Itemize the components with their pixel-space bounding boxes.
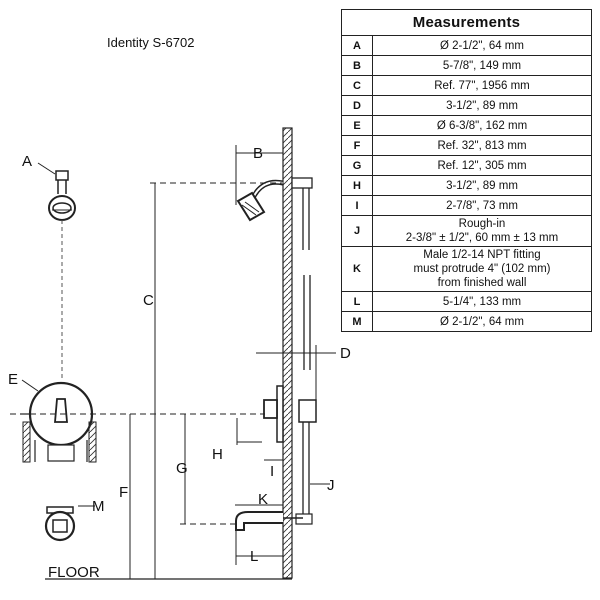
table-row-b: B 5-7/8", 149 mm <box>341 55 592 76</box>
row-value-line: from finished wall <box>437 277 527 289</box>
row-value: 5-1/4", 133 mm <box>372 291 592 312</box>
model-title: Identity S-6702 <box>107 35 195 50</box>
riser-pipe-upper <box>302 188 310 250</box>
label-f: F <box>119 484 128 501</box>
row-value: 3-1/2", 89 mm <box>372 175 592 196</box>
valve-trim-front-view <box>20 381 97 463</box>
tub-spout-side-view <box>235 511 303 531</box>
floor-label: FLOOR <box>48 564 100 581</box>
row-key: K <box>341 246 373 292</box>
row-value: Ref. 77", 1956 mm <box>372 75 592 96</box>
row-value: Ø 2-1/2", 64 mm <box>372 311 592 332</box>
label-j: J <box>327 477 335 494</box>
row-value-line: 2-3/8" ± 1/2", 60 mm ± 13 mm <box>405 232 559 244</box>
row-value-line: Rough-in <box>458 218 506 230</box>
row-value-line: must protrude 4" (102 mm) <box>413 263 551 275</box>
label-b: B <box>253 145 263 162</box>
table-row-k: K Male 1/2-14 NPT fitting must protrude … <box>341 246 592 292</box>
row-value: Rough-in 2-3/8" ± 1/2", 60 mm ± 13 mm <box>372 215 592 247</box>
shower-head-front-view <box>48 170 76 221</box>
label-c: C <box>143 292 154 309</box>
row-key: J <box>341 215 373 247</box>
row-value: 3-1/2", 89 mm <box>372 95 592 116</box>
table-row-m: M Ø 2-1/2", 64 mm <box>341 311 592 332</box>
table-row-e: E Ø 6-3/8", 162 mm <box>341 115 592 136</box>
riser-pipe-lower <box>303 275 311 370</box>
table-row-d: D 3-1/2", 89 mm <box>341 95 592 116</box>
table-heading: Measurements <box>341 9 592 36</box>
valve-handle-side-view <box>263 385 284 443</box>
leader-a <box>37 162 56 175</box>
label-i: I <box>270 463 274 480</box>
row-value-line: Male 1/2-14 NPT fitting <box>423 249 541 261</box>
label-g: G <box>176 460 188 477</box>
table-row-a: A Ø 2-1/2", 64 mm <box>341 35 592 56</box>
row-value: Ø 6-3/8", 162 mm <box>372 115 592 136</box>
table-row-h: H 3-1/2", 89 mm <box>341 175 592 196</box>
table-row-i: I 2-7/8", 73 mm <box>341 195 592 216</box>
label-e: E <box>8 371 18 388</box>
measurements-table: Measurements A Ø 2-1/2", 64 mm B 5-7/8",… <box>341 9 592 332</box>
shower-arm-side-view <box>236 177 313 222</box>
supply-pipe-lower <box>302 422 310 520</box>
label-m: M <box>92 498 105 515</box>
label-h: H <box>212 446 223 463</box>
row-value: 2-7/8", 73 mm <box>372 195 592 216</box>
table-row-j: J Rough-in 2-3/8" ± 1/2", 60 mm ± 13 mm <box>341 215 592 247</box>
table-row-l: L 5-1/4", 133 mm <box>341 291 592 312</box>
valve-body-side <box>298 399 317 423</box>
tub-fitting <box>295 513 313 525</box>
label-l: L <box>250 548 258 565</box>
leader-e <box>21 379 39 392</box>
label-d: D <box>340 345 351 362</box>
label-a: A <box>22 153 32 170</box>
tub-spout-front-view <box>44 506 76 542</box>
table-header-row: Measurements <box>341 9 592 36</box>
row-value: Male 1/2-14 NPT fitting must protrude 4"… <box>372 246 592 292</box>
label-k: K <box>258 491 268 508</box>
table-row-f: F Ref. 32", 813 mm <box>341 135 592 156</box>
